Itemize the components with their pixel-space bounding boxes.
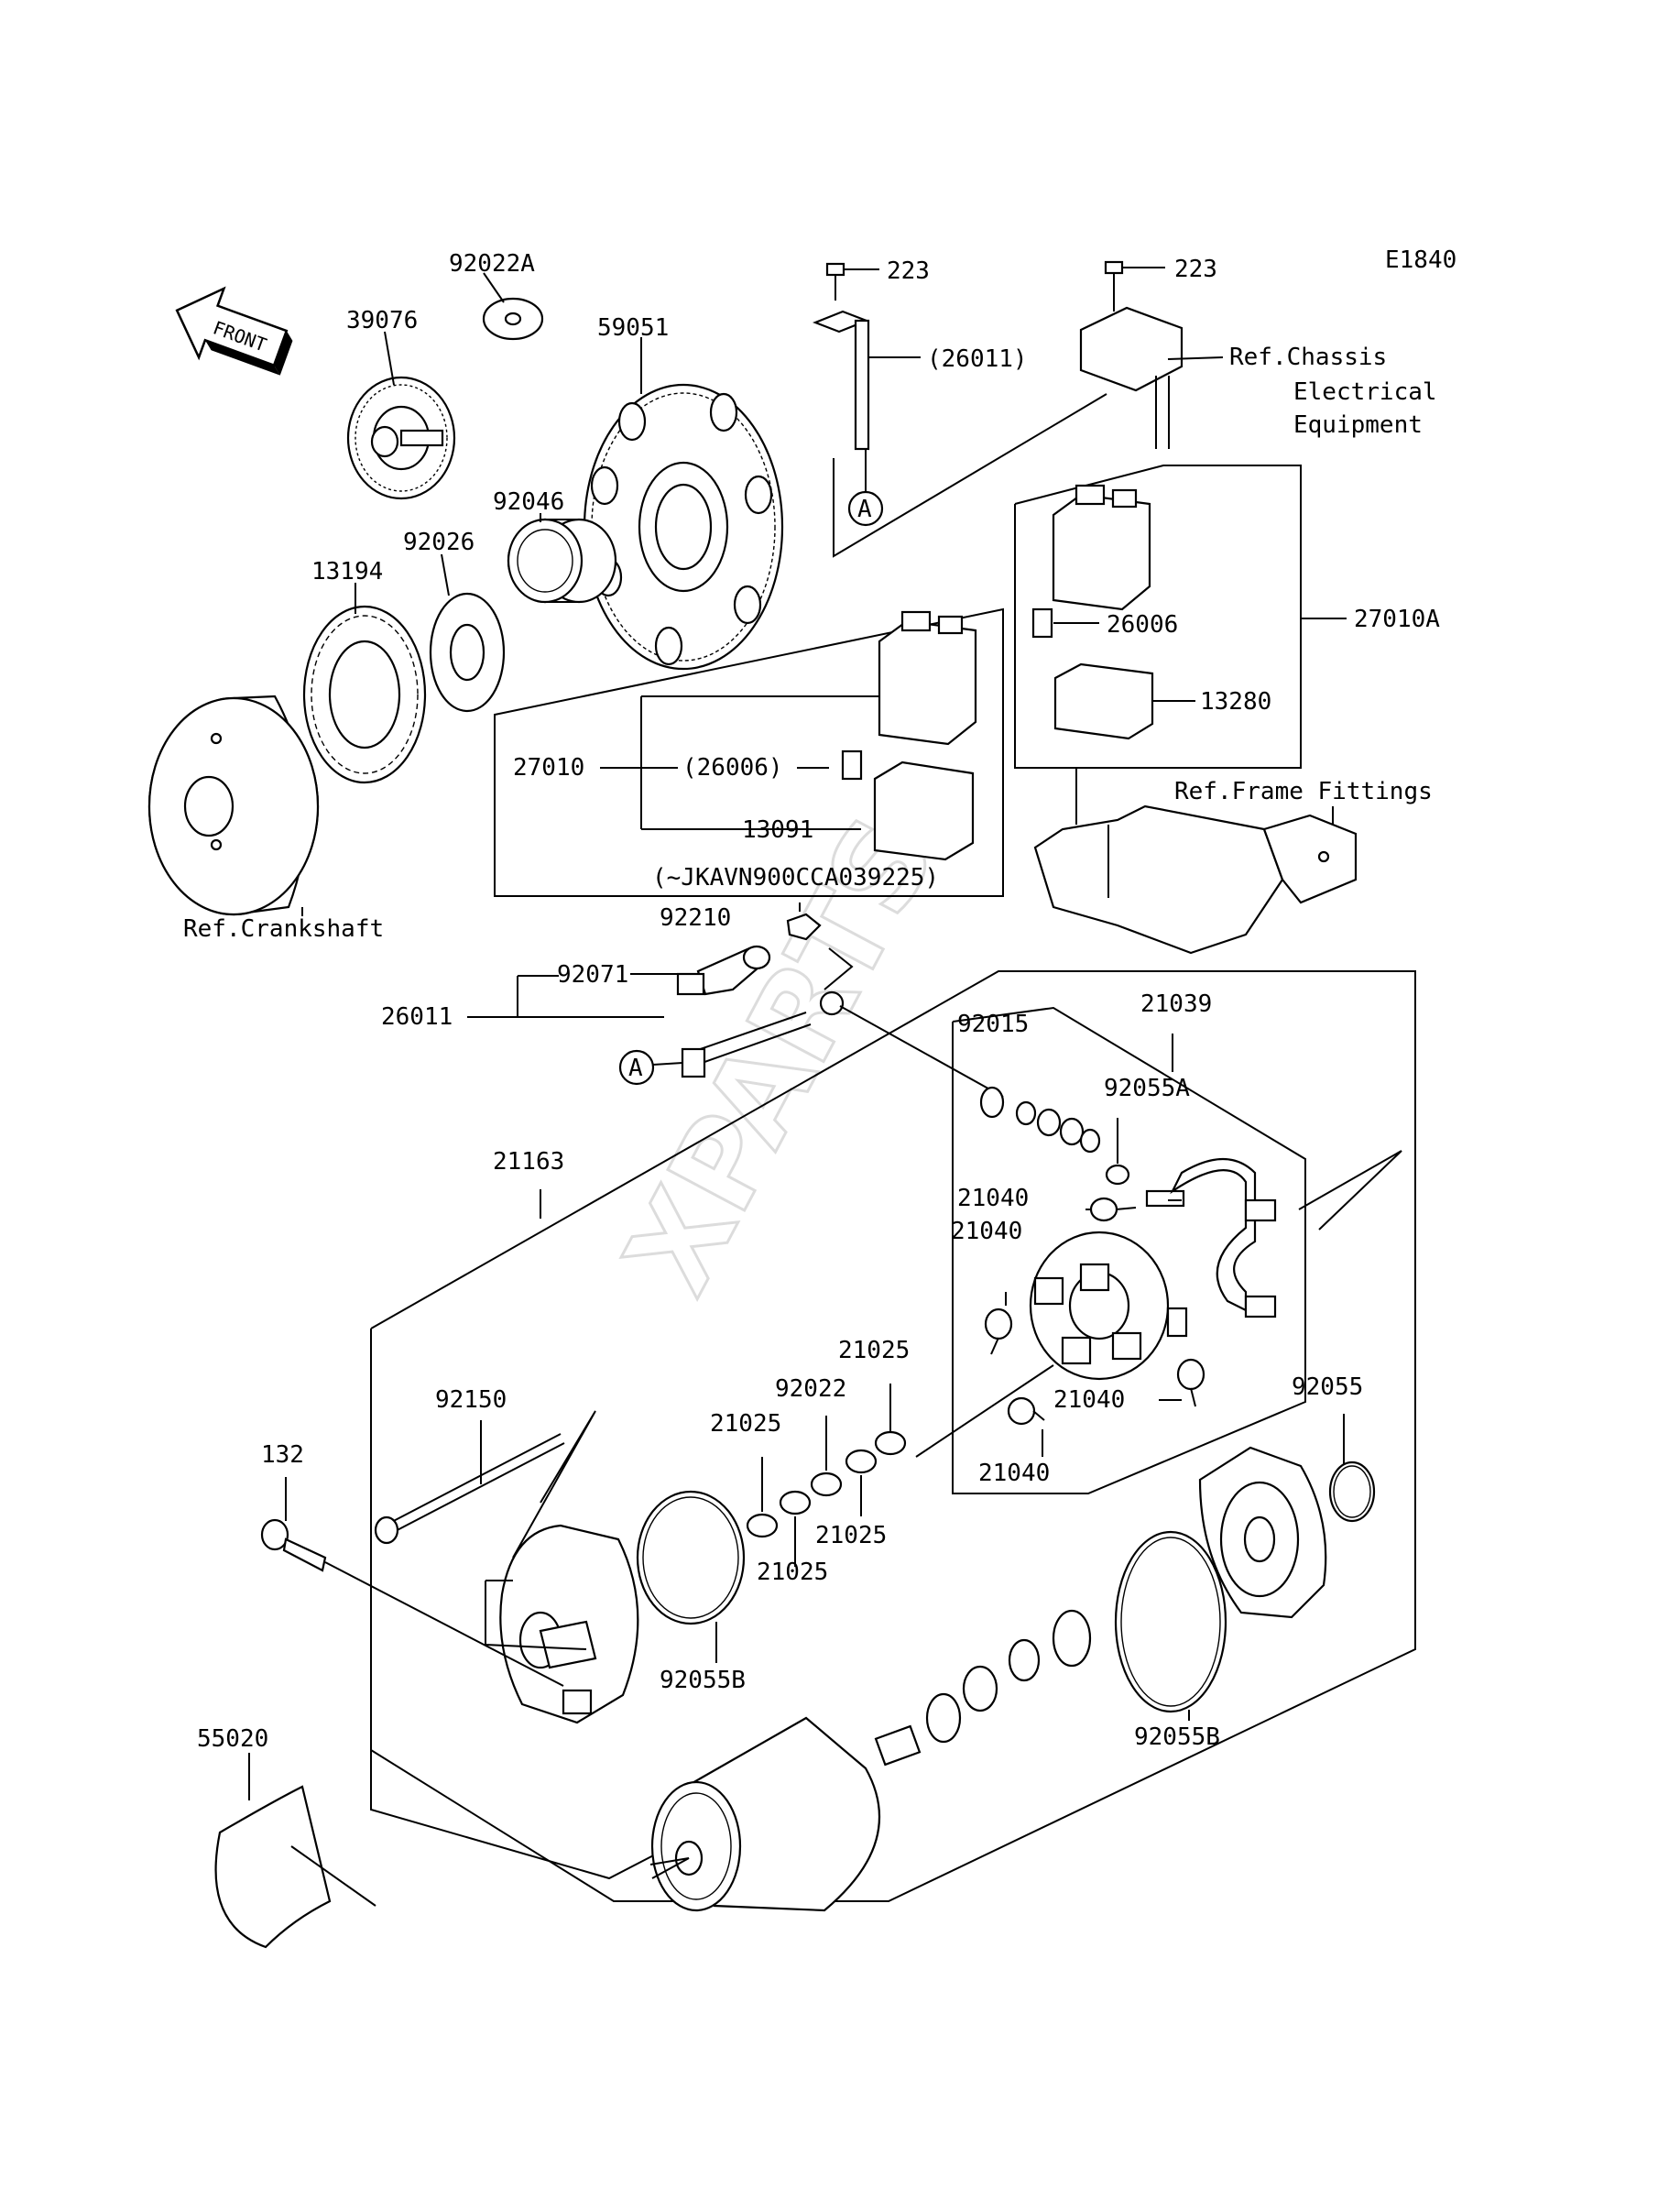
label-55020: 55020 xyxy=(197,1725,268,1753)
part-labels: 92022A 39076 59051 92046 92026 13194 Ref… xyxy=(183,250,1440,1753)
screw-223-a xyxy=(825,262,879,301)
label-26011: 26011 xyxy=(381,1003,453,1031)
starter-lead-26011: A xyxy=(467,903,1004,1098)
bolt-132 xyxy=(260,1477,564,1687)
shims-21025-92022 xyxy=(746,1384,907,1567)
brush-holder-box-21039 xyxy=(915,1006,1402,1494)
label-21040-b: 21040 xyxy=(951,1218,1022,1245)
leader-lines-upper-left xyxy=(301,272,642,916)
diagram-code: E1840 xyxy=(1385,246,1456,274)
label-ref-frame-fittings: Ref.Frame Fittings xyxy=(1174,778,1433,805)
lead-26011-upper: A xyxy=(812,310,921,527)
rear-end-cover xyxy=(1198,1446,1327,1619)
label-26006: 26006 xyxy=(1107,611,1178,639)
label-92150: 92150 xyxy=(435,1386,507,1414)
label-ref-chassis-1: Ref.Chassis xyxy=(1229,344,1387,371)
armature-yoke xyxy=(649,1609,1092,1912)
relay-assembly-27010 xyxy=(494,607,1004,897)
label-26006-paren: (26006) xyxy=(682,754,783,782)
label-59051: 59051 xyxy=(597,314,669,342)
label-92055B-right: 92055B xyxy=(1134,1723,1220,1751)
through-bolt-92150 xyxy=(374,1420,565,1545)
label-92046: 92046 xyxy=(493,488,564,516)
o-ring-92055B-left xyxy=(636,1490,746,1663)
front-end-cover xyxy=(485,1410,639,1724)
label-21040-d: 21040 xyxy=(978,1460,1050,1487)
label-13091: 13091 xyxy=(742,816,813,844)
callout-a-upper: A xyxy=(857,496,872,523)
washer-92022A xyxy=(482,297,544,341)
o-ring-92055 xyxy=(1328,1414,1376,1523)
label-21025-b: 21025 xyxy=(710,1410,781,1438)
o-ring-92055B-right xyxy=(1114,1530,1227,1721)
washer-92026 xyxy=(429,592,506,713)
label-21040-a: 21040 xyxy=(957,1185,1029,1212)
front-arrow-icon: FRONT xyxy=(175,286,293,376)
label-92055A: 92055A xyxy=(1104,1075,1190,1102)
flywheel-ref-crankshaft xyxy=(147,695,320,916)
label-21025-d: 21025 xyxy=(757,1559,828,1586)
label-92022: 92022 xyxy=(775,1375,846,1403)
relay-cover-ref-chassis xyxy=(1079,260,1224,449)
label-39076: 39076 xyxy=(346,307,418,334)
label-92026: 92026 xyxy=(403,529,475,556)
label-21163: 21163 xyxy=(493,1148,564,1176)
label-21039: 21039 xyxy=(1140,990,1212,1018)
label-21040-c: 21040 xyxy=(1053,1386,1125,1414)
label-13194: 13194 xyxy=(311,558,383,585)
label-26011-paren: (26011) xyxy=(927,345,1028,373)
idle-gear-39076 xyxy=(346,376,456,500)
one-way-clutch-13194 xyxy=(302,605,427,784)
label-ref-chassis-3: Equipment xyxy=(1293,411,1423,439)
label-223-a: 223 xyxy=(887,257,930,285)
label-13280: 13280 xyxy=(1200,688,1271,716)
label-92055B-left: 92055B xyxy=(660,1667,746,1694)
label-92055: 92055 xyxy=(1292,1373,1363,1401)
label-ref-crankshaft: Ref.Crankshaft xyxy=(183,915,384,943)
label-27010A: 27010A xyxy=(1354,606,1440,633)
relay-assembly-27010A xyxy=(833,393,1347,769)
label-132: 132 xyxy=(261,1441,304,1469)
starter-motor-box-21163 xyxy=(370,970,1416,1902)
label-27010: 27010 xyxy=(513,754,584,782)
label-serial-note: (~JKAVN900CCA039225) xyxy=(652,864,939,892)
label-223-b: 223 xyxy=(1174,256,1217,283)
frame-fitting-bracket xyxy=(1033,768,1358,955)
label-ref-chassis-2: Electrical xyxy=(1293,378,1437,406)
needle-bearing-92046 xyxy=(507,518,617,604)
starter-gear-59051 xyxy=(583,383,784,671)
label-21025-a: 21025 xyxy=(838,1337,910,1364)
label-92071: 92071 xyxy=(557,961,628,989)
label-92022A: 92022A xyxy=(449,250,535,278)
label-92210: 92210 xyxy=(660,904,731,932)
starter-cover-55020 xyxy=(214,1753,376,1949)
label-21025-c: 21025 xyxy=(815,1522,887,1549)
label-92015: 92015 xyxy=(957,1011,1029,1038)
callout-a-lower: A xyxy=(628,1055,643,1082)
